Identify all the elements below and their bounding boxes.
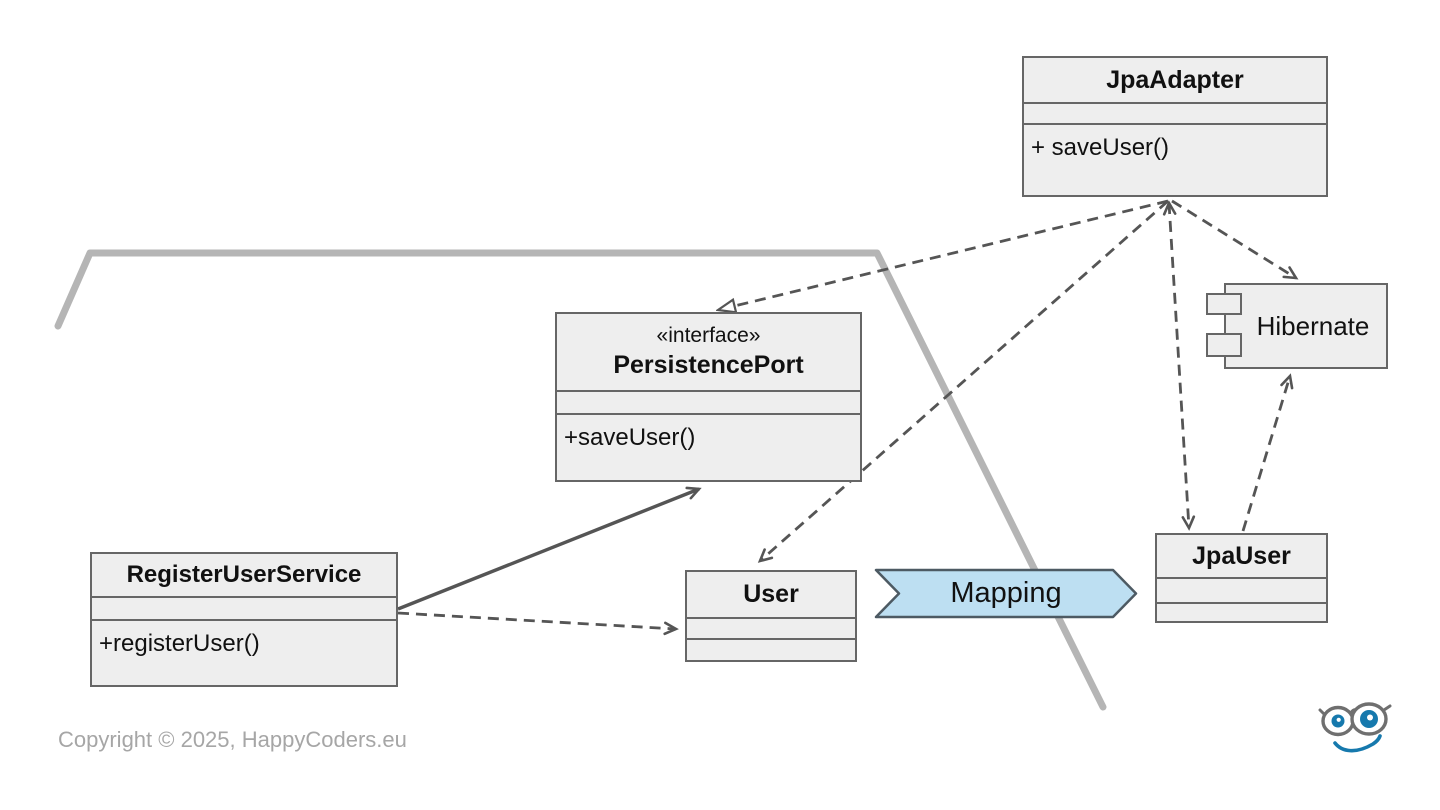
mapping-label: Mapping — [950, 576, 1062, 609]
class-registeruserservice: RegisterUserService +registerUser() — [90, 552, 398, 687]
class-title: RegisterUserService — [126, 561, 362, 588]
edge-jpaadapter-jpauser — [1162, 200, 1196, 531]
class-attributes-empty — [557, 390, 860, 413]
class-title: PersistencePort — [613, 350, 804, 379]
class-attributes-empty — [1024, 102, 1326, 123]
component-hibernate: Hibernate — [1224, 283, 1388, 369]
component-tab-icon — [1206, 333, 1242, 357]
class-methods: +registerUser() — [92, 619, 396, 685]
class-attributes-empty — [92, 596, 396, 619]
class-title: JpaUser — [1192, 541, 1291, 570]
edge-jpauser-hibernate — [1241, 373, 1294, 532]
class-attributes-empty — [687, 617, 855, 638]
interface-stereotype: «interface» — [656, 324, 761, 348]
interface-persistenceport: «interface» PersistencePort +saveUser() — [555, 312, 862, 482]
class-methods-empty — [1157, 602, 1326, 621]
edge-registeruserservice-persistenceport — [397, 486, 702, 611]
hexagon-boundary — [54, 249, 1107, 711]
component-tab-icon — [1206, 293, 1242, 315]
class-title: User — [743, 580, 799, 608]
class-user: User — [685, 570, 857, 662]
edge-jpaadapter-hibernate — [1171, 199, 1299, 280]
happycoders-logo-icon — [1318, 702, 1392, 753]
class-jpauser: JpaUser — [1155, 533, 1328, 623]
mapping-chevron — [874, 568, 1138, 619]
class-attributes-empty — [1157, 577, 1326, 602]
edge-jpaadapter-user — [757, 199, 1169, 563]
edge-registeruserservice-user — [397, 611, 679, 636]
class-jpaadapter: JpaAdapter + saveUser() — [1022, 56, 1328, 197]
edge-jpaadapter-implements-persistenceport — [718, 199, 1169, 310]
class-methods: + saveUser() — [1024, 123, 1326, 195]
class-methods: +saveUser() — [557, 413, 860, 480]
class-title: JpaAdapter — [1106, 65, 1244, 94]
class-methods-empty — [687, 638, 855, 660]
copyright-text: Copyright © 2025, HappyCoders.eu — [58, 727, 407, 752]
component-title: Hibernate — [1256, 310, 1370, 341]
